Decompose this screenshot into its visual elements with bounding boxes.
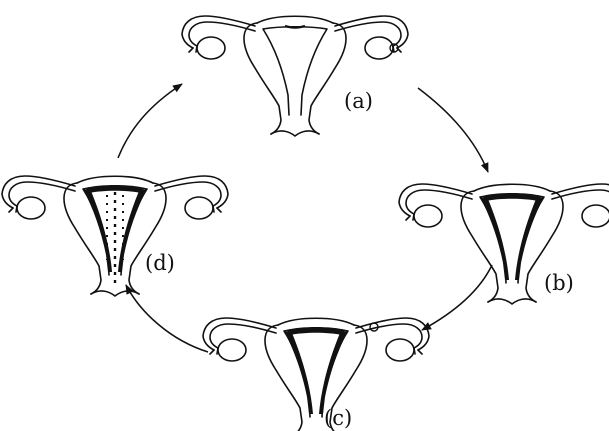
arrow-a-to-b (418, 88, 488, 172)
stage-d-figure (2, 176, 228, 296)
stage-c-label: (c) (324, 406, 352, 430)
stage-a-label: (a) (344, 89, 373, 113)
stage-a-figure (182, 16, 408, 136)
stage-b-figure (399, 184, 609, 304)
arrow-c-to-d (126, 285, 208, 352)
arrow-d-to-a (118, 84, 182, 158)
arrow-b-to-c (422, 265, 492, 330)
stage-b-label: (b) (544, 271, 574, 295)
stage-d-label: (d) (145, 251, 175, 275)
stage-c-figure (203, 318, 429, 431)
